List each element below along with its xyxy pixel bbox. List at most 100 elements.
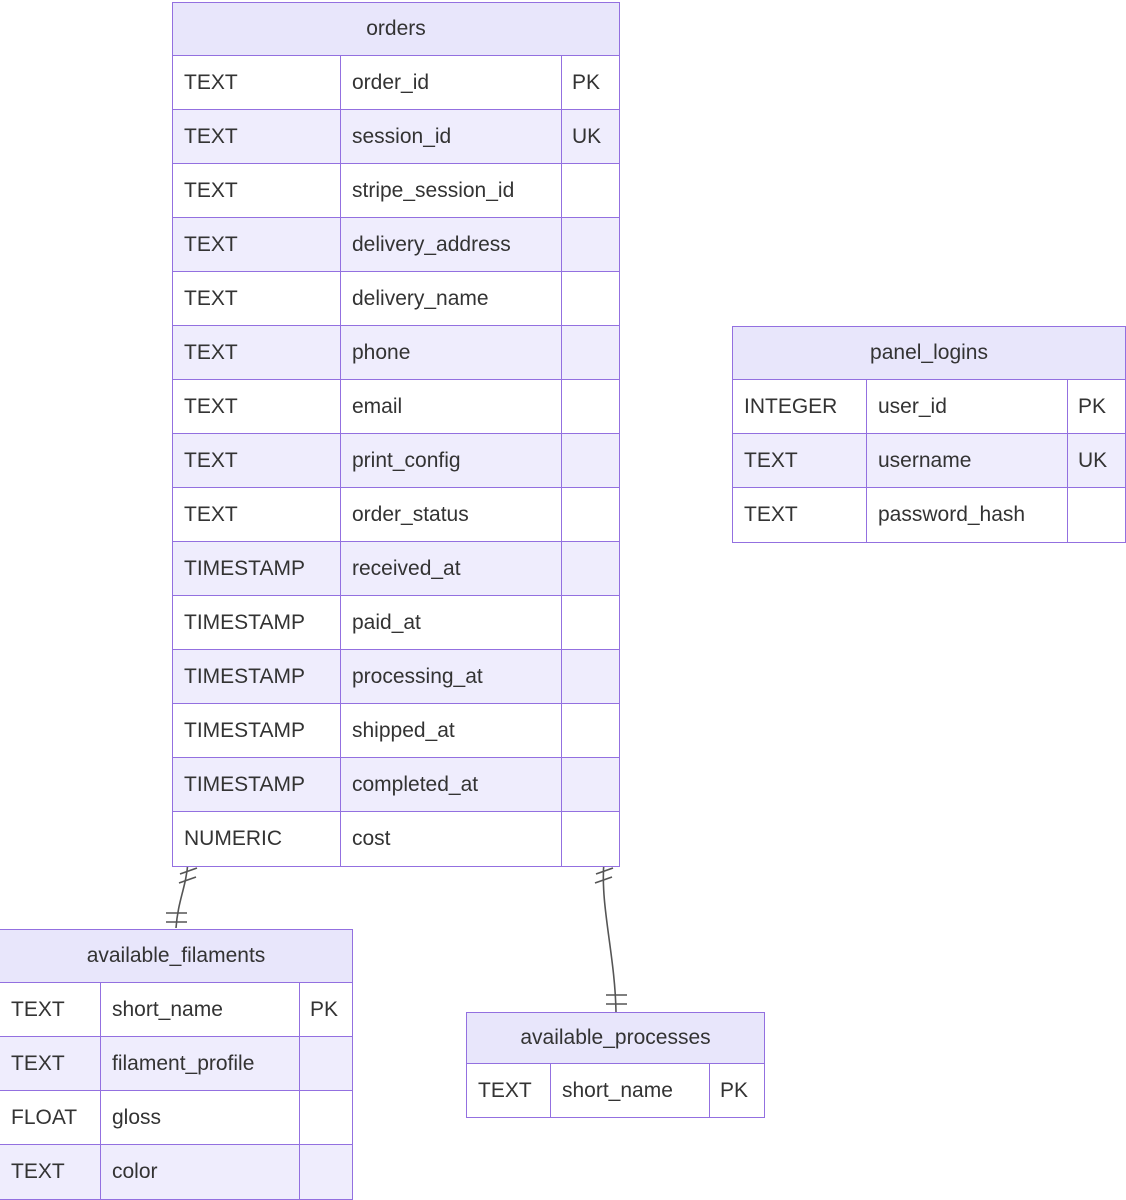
attribute-key: PK [572, 70, 601, 94]
attribute-key [562, 218, 619, 271]
attribute-name: cost [341, 812, 562, 866]
attribute-name: delivery_name [341, 272, 562, 325]
attribute-name: completed_at [341, 758, 562, 811]
entity-available-processes[interactable]: available_processes TEXT short_name PK [466, 1012, 765, 1118]
attribute-type: TEXT [173, 326, 341, 379]
attribute-key: PK [310, 997, 339, 1021]
table-row[interactable]: TEXT short_name PK [0, 983, 352, 1037]
attribute-key: UK [572, 124, 602, 148]
table-row[interactable]: TEXT username UK [733, 434, 1125, 488]
attribute-type: TEXT [173, 218, 341, 271]
attribute-type: TEXT [733, 434, 867, 487]
table-row[interactable]: TEXT delivery_name [173, 272, 619, 326]
attribute-key [562, 326, 619, 379]
relationship-orders-available-filaments [166, 861, 198, 929]
attribute-key [562, 542, 619, 595]
table-row[interactable]: FLOAT gloss [0, 1091, 352, 1145]
entity-title-orders: orders [173, 3, 619, 56]
entity-title-panel-logins: panel_logins [733, 327, 1125, 380]
attribute-type: TIMESTAMP [173, 542, 341, 595]
attribute-type: TIMESTAMP [173, 704, 341, 757]
attribute-type: TEXT [0, 1037, 101, 1090]
attribute-type: TEXT [173, 110, 341, 163]
table-row[interactable]: TIMESTAMP received_at [173, 542, 619, 596]
table-row[interactable]: TEXT order_id PK [173, 56, 619, 110]
attribute-type: TEXT [173, 488, 341, 541]
attribute-type: NUMERIC [173, 812, 341, 866]
attribute-name: filament_profile [101, 1037, 300, 1090]
attribute-type: FLOAT [0, 1091, 101, 1144]
attribute-name: received_at [341, 542, 562, 595]
attribute-name: email [341, 380, 562, 433]
attribute-type: TEXT [0, 1145, 101, 1199]
attribute-name: password_hash [867, 488, 1068, 542]
attribute-key [562, 380, 619, 433]
attribute-key [1068, 488, 1125, 542]
table-row[interactable]: TEXT stripe_session_id [173, 164, 619, 218]
entity-panel-logins[interactable]: panel_logins INTEGER user_id PK TEXT use… [732, 326, 1126, 543]
attribute-name: order_id [341, 56, 562, 109]
attribute-name: print_config [341, 434, 562, 487]
table-row[interactable]: INTEGER user_id PK [733, 380, 1125, 434]
attribute-key [562, 758, 619, 811]
attribute-name: processing_at [341, 650, 562, 703]
attribute-key [562, 650, 619, 703]
attribute-type: TEXT [173, 272, 341, 325]
attribute-name: username [867, 434, 1068, 487]
attribute-key: UK [1078, 448, 1108, 472]
table-row[interactable]: TIMESTAMP shipped_at [173, 704, 619, 758]
attribute-name: delivery_address [341, 218, 562, 271]
table-row[interactable]: TEXT color [0, 1145, 352, 1199]
table-row[interactable]: TEXT delivery_address [173, 218, 619, 272]
attribute-key [562, 164, 619, 217]
attribute-name: shipped_at [341, 704, 562, 757]
attribute-key: PK [720, 1078, 749, 1102]
attribute-type: TEXT [173, 56, 341, 109]
attribute-name: session_id [341, 110, 562, 163]
table-row[interactable]: TEXT email [173, 380, 619, 434]
entity-title-available-filaments: available_filaments [0, 930, 352, 983]
table-row[interactable]: TIMESTAMP completed_at [173, 758, 619, 812]
attribute-name: phone [341, 326, 562, 379]
table-row[interactable]: TEXT filament_profile [0, 1037, 352, 1091]
attribute-name: order_status [341, 488, 562, 541]
attribute-key [562, 596, 619, 649]
attribute-name: user_id [867, 380, 1068, 433]
table-row[interactable]: TEXT password_hash [733, 488, 1125, 542]
attribute-type: TIMESTAMP [173, 758, 341, 811]
table-row[interactable]: TEXT short_name PK [467, 1064, 764, 1117]
attribute-key [562, 704, 619, 757]
attribute-key [562, 812, 619, 866]
attribute-name: paid_at [341, 596, 562, 649]
attribute-name: gloss [101, 1091, 300, 1144]
table-row[interactable]: NUMERIC cost [173, 812, 619, 866]
attribute-name: short_name [551, 1064, 710, 1117]
attribute-key [562, 434, 619, 487]
table-row[interactable]: TEXT session_id UK [173, 110, 619, 164]
attribute-key [300, 1091, 352, 1144]
entity-available-filaments[interactable]: available_filaments TEXT short_name PK T… [0, 929, 353, 1200]
relationship-orders-available-processes [594, 861, 627, 1013]
table-row[interactable]: TEXT phone [173, 326, 619, 380]
attribute-key [300, 1037, 352, 1090]
table-row[interactable]: TEXT print_config [173, 434, 619, 488]
attribute-key [300, 1145, 352, 1199]
attribute-key [562, 272, 619, 325]
attribute-type: TEXT [173, 380, 341, 433]
entity-orders[interactable]: orders TEXT order_id PK TEXT session_id … [172, 2, 620, 867]
attribute-name: stripe_session_id [341, 164, 562, 217]
table-row[interactable]: TIMESTAMP processing_at [173, 650, 619, 704]
attribute-type: TEXT [173, 434, 341, 487]
table-row[interactable]: TIMESTAMP paid_at [173, 596, 619, 650]
attribute-type: TIMESTAMP [173, 596, 341, 649]
attribute-type: TEXT [173, 164, 341, 217]
attribute-type: INTEGER [733, 380, 867, 433]
attribute-name: color [101, 1145, 300, 1199]
entity-title-available-processes: available_processes [467, 1013, 764, 1064]
attribute-type: TEXT [733, 488, 867, 542]
attribute-type: TIMESTAMP [173, 650, 341, 703]
table-row[interactable]: TEXT order_status [173, 488, 619, 542]
attribute-type: TEXT [0, 983, 101, 1036]
attribute-key [562, 488, 619, 541]
